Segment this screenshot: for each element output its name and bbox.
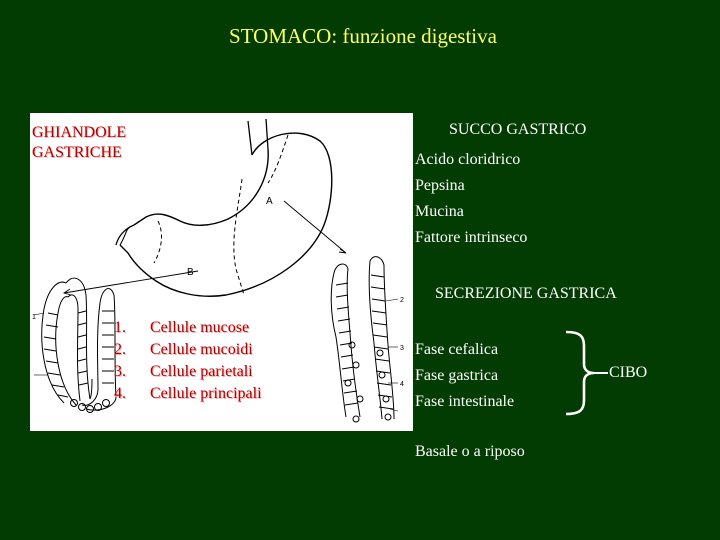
cell-types-list: 1. Cellule mucose 2. Cellule mucoidi 3. Cel… [114,317,262,405]
cell-type-item: 2. Cellule mucoidi [114,339,262,361]
cell-type-label: Cellule parietali [150,363,253,380]
cell-type-number: 2. [114,341,126,358]
cell-type-item: 1. Cellule mucose [114,317,262,339]
label-b: B [187,267,194,278]
curly-brace-icon [565,330,608,416]
cell-type-label: Cellule principali [150,385,262,402]
glands-label-line2: GASTRICHE [32,144,122,161]
succo-item: Acido cloridrico [415,151,521,168]
cell-type-item: 3. Cellule parietali [114,361,262,383]
fundic-gland [330,256,395,423]
succo-gastrico-list: Acido cloridrico Pepsina Mucina Fattore … [415,147,527,251]
stomach-outline [119,132,333,297]
secretion-phases-list: Fase cefalica Fase gastrica Fase intesti… [415,337,514,415]
phase-item: Fase intestinale [415,393,515,410]
cell-type-item: 4. Cellule principali [114,383,262,405]
gland-tick-3: 3 [400,345,404,352]
phase-item: Fase gastrica [415,367,499,384]
glands-label-line1: GHIANDOLE [32,124,127,141]
stimulus-label: CIBO [609,364,648,381]
secrezione-title: SECREZIONE GASTRICA [435,285,617,302]
succo-item: Fattore intrinseco [415,229,528,246]
succo-gastrico-title: SUCCO GASTRICO [449,121,587,138]
phase-item: Fase cefalica [415,341,499,358]
stomach-figure: A B [30,113,413,431]
cell-type-number: 3. [114,363,126,380]
cardiac-gland [41,277,117,413]
fundic-gland-ticks [385,298,399,412]
gland-tick-4: 4 [400,381,404,388]
cell-type-number: 4. [114,385,126,402]
gland-tick-1: 1 [32,314,36,321]
slide-title: STOMACO: funzione digestiva [229,24,497,48]
glands-label: GHIANDOLE GASTRICHE [32,123,126,163]
stomach-diagram: A B [32,118,404,423]
succo-item: Pepsina [415,177,465,194]
succo-item: Mucina [415,203,464,220]
basal-secretion-label: Basale o a riposo [415,443,525,460]
label-a: A [266,196,273,207]
cell-type-label: Cellule mucose [150,319,250,336]
cell-type-number: 1. [114,319,126,336]
cell-type-label: Cellule mucoidi [150,341,253,358]
gland-tick-2: 2 [400,297,404,304]
cardiac-gland-ticks [33,312,48,376]
